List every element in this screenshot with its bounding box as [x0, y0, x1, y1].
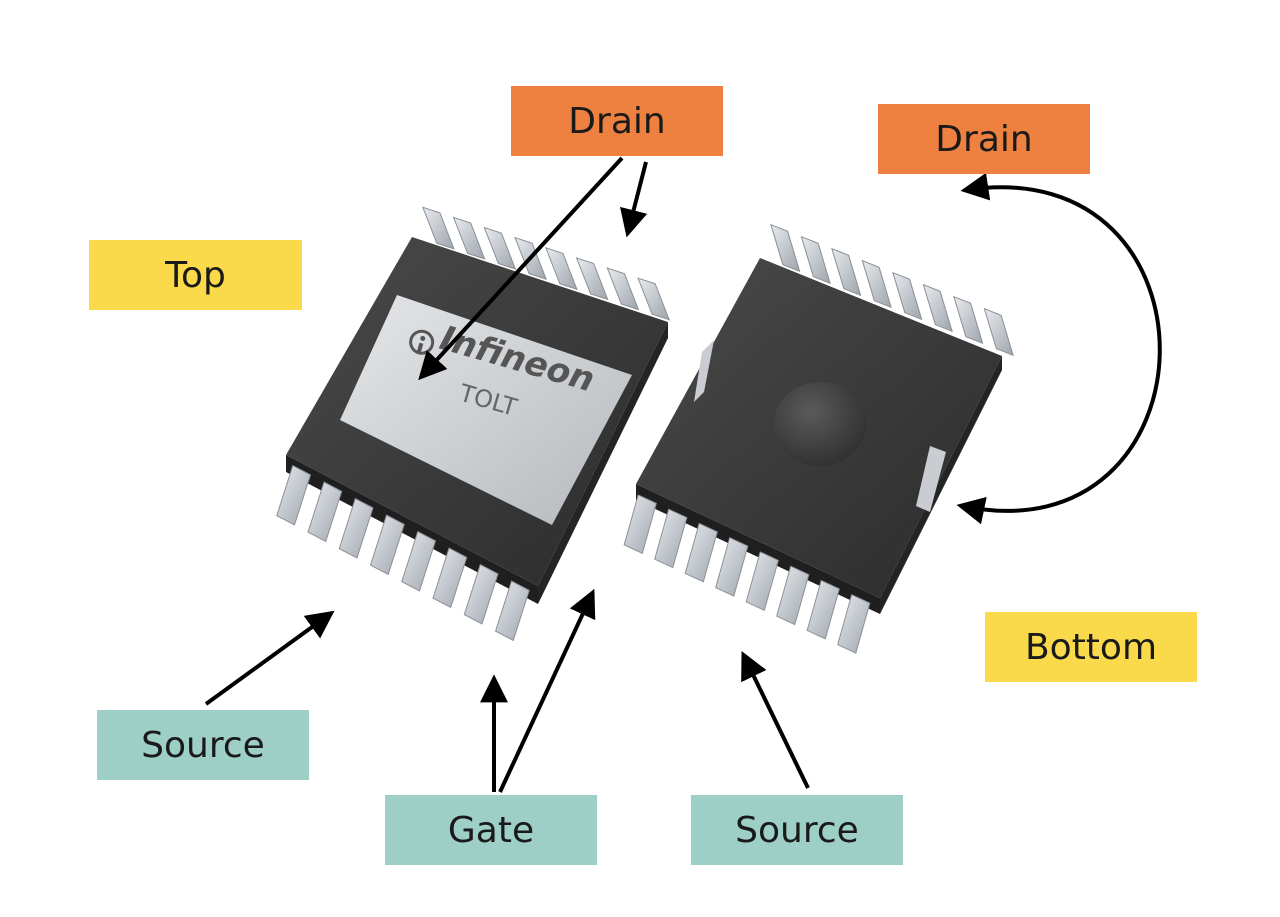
lead-pin-icon [892, 271, 923, 321]
top-chip-drain-leads [421, 206, 671, 321]
arrow-icon [418, 156, 624, 381]
lead-pin-icon [575, 257, 609, 301]
arrow-icon [741, 650, 810, 789]
lead-pin-icon [338, 497, 374, 559]
lead-pin-icon [452, 216, 486, 260]
lead-pin-icon [800, 235, 831, 285]
top-chip-source-gate-leads [276, 464, 530, 642]
arrow-icon [204, 610, 335, 706]
lead-pin-icon [276, 464, 312, 526]
lead-pin-icon [776, 565, 810, 626]
bottom-view-label: Bottom [985, 612, 1197, 682]
lead-pin-icon [432, 547, 468, 609]
lead-pin-icon [715, 536, 749, 597]
lead-pin-icon [483, 226, 517, 270]
lead-pin-icon [401, 530, 437, 592]
lead-pin-icon [421, 206, 455, 250]
arrow-icon [498, 588, 596, 793]
arrow-icon [620, 161, 648, 238]
bottom-chip-side-tab [694, 340, 714, 402]
source-label-top-view: Source [97, 710, 309, 780]
lead-pin-icon [922, 283, 953, 333]
top-view-label: Top [89, 240, 302, 310]
lead-pin-icon [837, 593, 871, 654]
bottom-chip-drain-tab [916, 446, 946, 512]
lead-pin-icon [623, 494, 657, 555]
lead-pin-icon [606, 267, 640, 311]
lead-pin-icon [654, 508, 688, 569]
top-chip-body-edge [538, 322, 668, 604]
bottom-chip-source-leads [623, 494, 871, 654]
drain-label-top-view: Drain [511, 86, 723, 156]
lead-pin-icon [745, 551, 779, 612]
lead-pin-icon [684, 522, 718, 583]
bottom-chip [623, 223, 1014, 654]
lead-pin-icon [637, 277, 671, 321]
top-chip-body-side [286, 455, 538, 604]
lead-pin-icon [544, 246, 578, 291]
lead-pin-icon [770, 223, 801, 273]
lead-pin-icon [806, 579, 840, 640]
lead-pin-icon [861, 259, 892, 309]
lead-pin-icon [953, 295, 984, 345]
gate-label: Gate [385, 795, 597, 865]
lead-pin-icon [831, 247, 862, 297]
arrow-icon [956, 172, 1162, 525]
drain-label-bottom-view: Drain [878, 104, 1090, 174]
lead-pin-icon [494, 580, 530, 642]
bottom-chip-pin1-dot [774, 382, 866, 466]
top-chip: Infineon TOLT [276, 206, 671, 642]
source-label-bottom-view: Source [691, 795, 903, 865]
lead-pin-icon [983, 307, 1014, 357]
lead-pin-icon [307, 481, 343, 543]
lead-pin-icon [463, 563, 499, 625]
top-chip-metal-pad [340, 295, 632, 525]
lead-pin-icon [369, 514, 405, 576]
arrows [204, 156, 1162, 793]
bottom-chip-body-side [636, 484, 880, 614]
